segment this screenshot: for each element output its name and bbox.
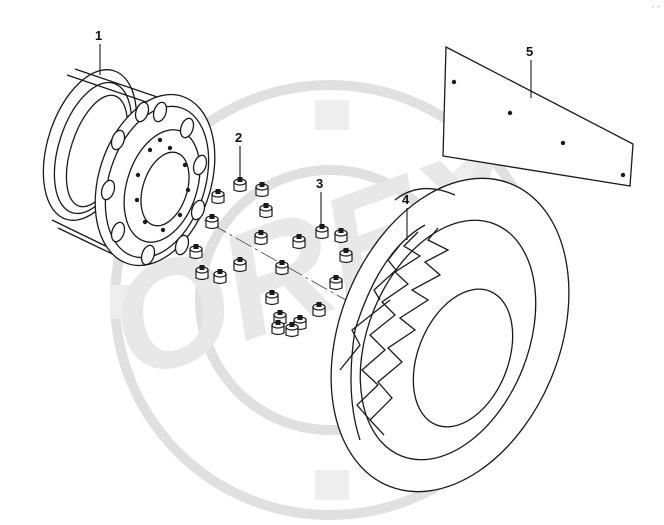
corner-mark: - -: [651, 2, 660, 11]
wheel-nut: [271, 320, 285, 336]
wheel-nut: [339, 248, 353, 264]
wheel-nut: [189, 244, 203, 260]
tire: [330, 177, 570, 493]
wheel-nut: [334, 228, 348, 244]
wheel-nut: [285, 322, 299, 338]
wheel-nut: [292, 234, 306, 250]
wheel-nut: [329, 275, 343, 291]
wheel-nut: [211, 189, 225, 205]
callout-1: 1: [95, 28, 103, 43]
wheel-nut: [312, 302, 326, 318]
wheel-nut: [315, 224, 329, 240]
wheel-nut: [213, 269, 227, 285]
callout-4: 4: [402, 192, 410, 207]
mud-flap: [442, 45, 634, 187]
wheel-nut: [275, 260, 289, 276]
wheel-nut: [255, 182, 269, 198]
wheel-nut: [195, 265, 209, 281]
wheel-nut: [254, 230, 268, 246]
callout-3: 3: [316, 176, 324, 191]
wheel-nut: [233, 257, 247, 273]
wheel-rim: [42, 68, 216, 267]
callout-2: 2: [235, 130, 243, 145]
callout-5: 5: [526, 44, 534, 59]
wheel-nut: [205, 214, 219, 230]
leader-lines: [99, 44, 532, 240]
wheel-nut-group: [189, 177, 353, 338]
wheel-nut: [259, 203, 273, 219]
wheel-nut: [233, 177, 247, 193]
wheel-nut: [265, 290, 279, 306]
